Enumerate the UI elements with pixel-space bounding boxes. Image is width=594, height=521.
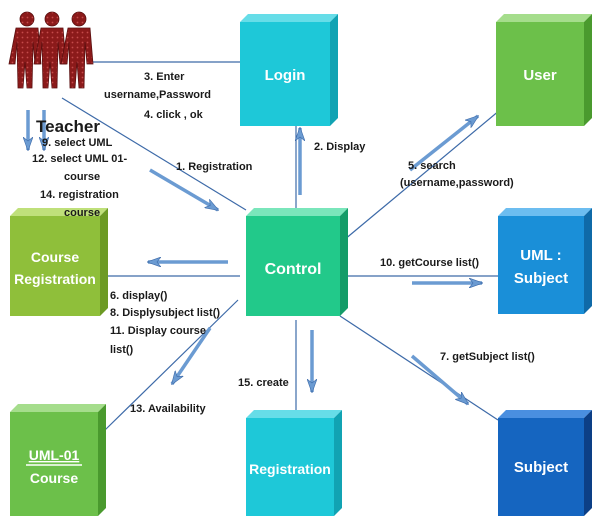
node-user-label: User: [523, 67, 557, 84]
msg-credentials: username,Password: [104, 89, 211, 101]
node-course-registration-line2: Registration: [14, 271, 96, 287]
msg-display-course-list-a: 11. Display course: [110, 325, 206, 337]
arrows: [28, 110, 482, 406]
msg-select-uml: 9. select UML: [42, 137, 113, 149]
node-control-label: Control: [265, 261, 322, 278]
arrow-get-subject-list: [410, 354, 468, 406]
node-registration[interactable]: Registration: [246, 410, 342, 516]
message-labels: 3. Enter username,Password 4. click , ok…: [32, 71, 535, 415]
msg-display-subject-list: 8. Displysubject list(): [110, 307, 220, 319]
msg-select-uml01-b: course: [64, 171, 100, 183]
connectors: [61, 61, 501, 431]
control-subject-link: [339, 315, 499, 421]
node-registration-label: Registration: [249, 461, 331, 477]
msg-create: 15. create: [238, 377, 289, 389]
msg-display-course-list-b: list(): [110, 344, 134, 356]
msg-display-call: 6. display(): [110, 290, 168, 302]
teacher-control-link: [61, 97, 247, 211]
node-uml-subject-line1: UML :: [520, 247, 561, 264]
msg-registration-course-b: course: [64, 207, 100, 219]
msg-select-uml01-a: 12. select UML 01-: [32, 153, 128, 165]
msg-availability: 13. Availability: [130, 403, 206, 415]
node-login-label: Login: [265, 67, 306, 84]
node-subject[interactable]: Subject: [498, 410, 592, 516]
arrow-availability: [170, 327, 212, 384]
person-icon: [8, 11, 94, 89]
node-uml01-course[interactable]: UML-01 Course: [10, 404, 106, 516]
node-uml-subject-line2: Subject: [514, 270, 568, 287]
node-course-registration-line1: Course: [31, 249, 79, 265]
actor-name: Teacher: [36, 117, 100, 136]
msg-search-a: 5. search: [408, 160, 456, 172]
msg-click-ok: 4. click , ok: [144, 109, 204, 121]
msg-get-subject-list: 7. getSubject list(): [440, 351, 535, 363]
control-user-link: [343, 109, 501, 241]
node-control[interactable]: Control: [246, 208, 348, 316]
msg-enter: 3. Enter: [144, 71, 185, 83]
node-user[interactable]: User: [496, 14, 592, 126]
msg-display: 2. Display: [314, 141, 366, 153]
node-subject-label: Subject: [514, 459, 568, 476]
node-uml01-course-line1: UML-01: [29, 447, 80, 463]
node-uml-subject[interactable]: UML : Subject: [498, 208, 592, 314]
node-login[interactable]: Login: [240, 14, 338, 126]
msg-registration-course-a: 14. registration: [40, 189, 119, 201]
msg-get-course-list: 10. getCourse list(): [380, 257, 479, 269]
msg-registration: 1. Registration: [176, 161, 253, 173]
arrow-registration: [149, 168, 218, 212]
node-course-registration[interactable]: Course Registration: [10, 208, 108, 316]
arrow-search: [408, 114, 478, 172]
teacher-actor: Teacher: [8, 11, 100, 136]
msg-search-b: (username,password): [400, 177, 514, 189]
control-uml01course-link: [104, 299, 239, 431]
node-uml01-course-line2: Course: [30, 470, 78, 486]
